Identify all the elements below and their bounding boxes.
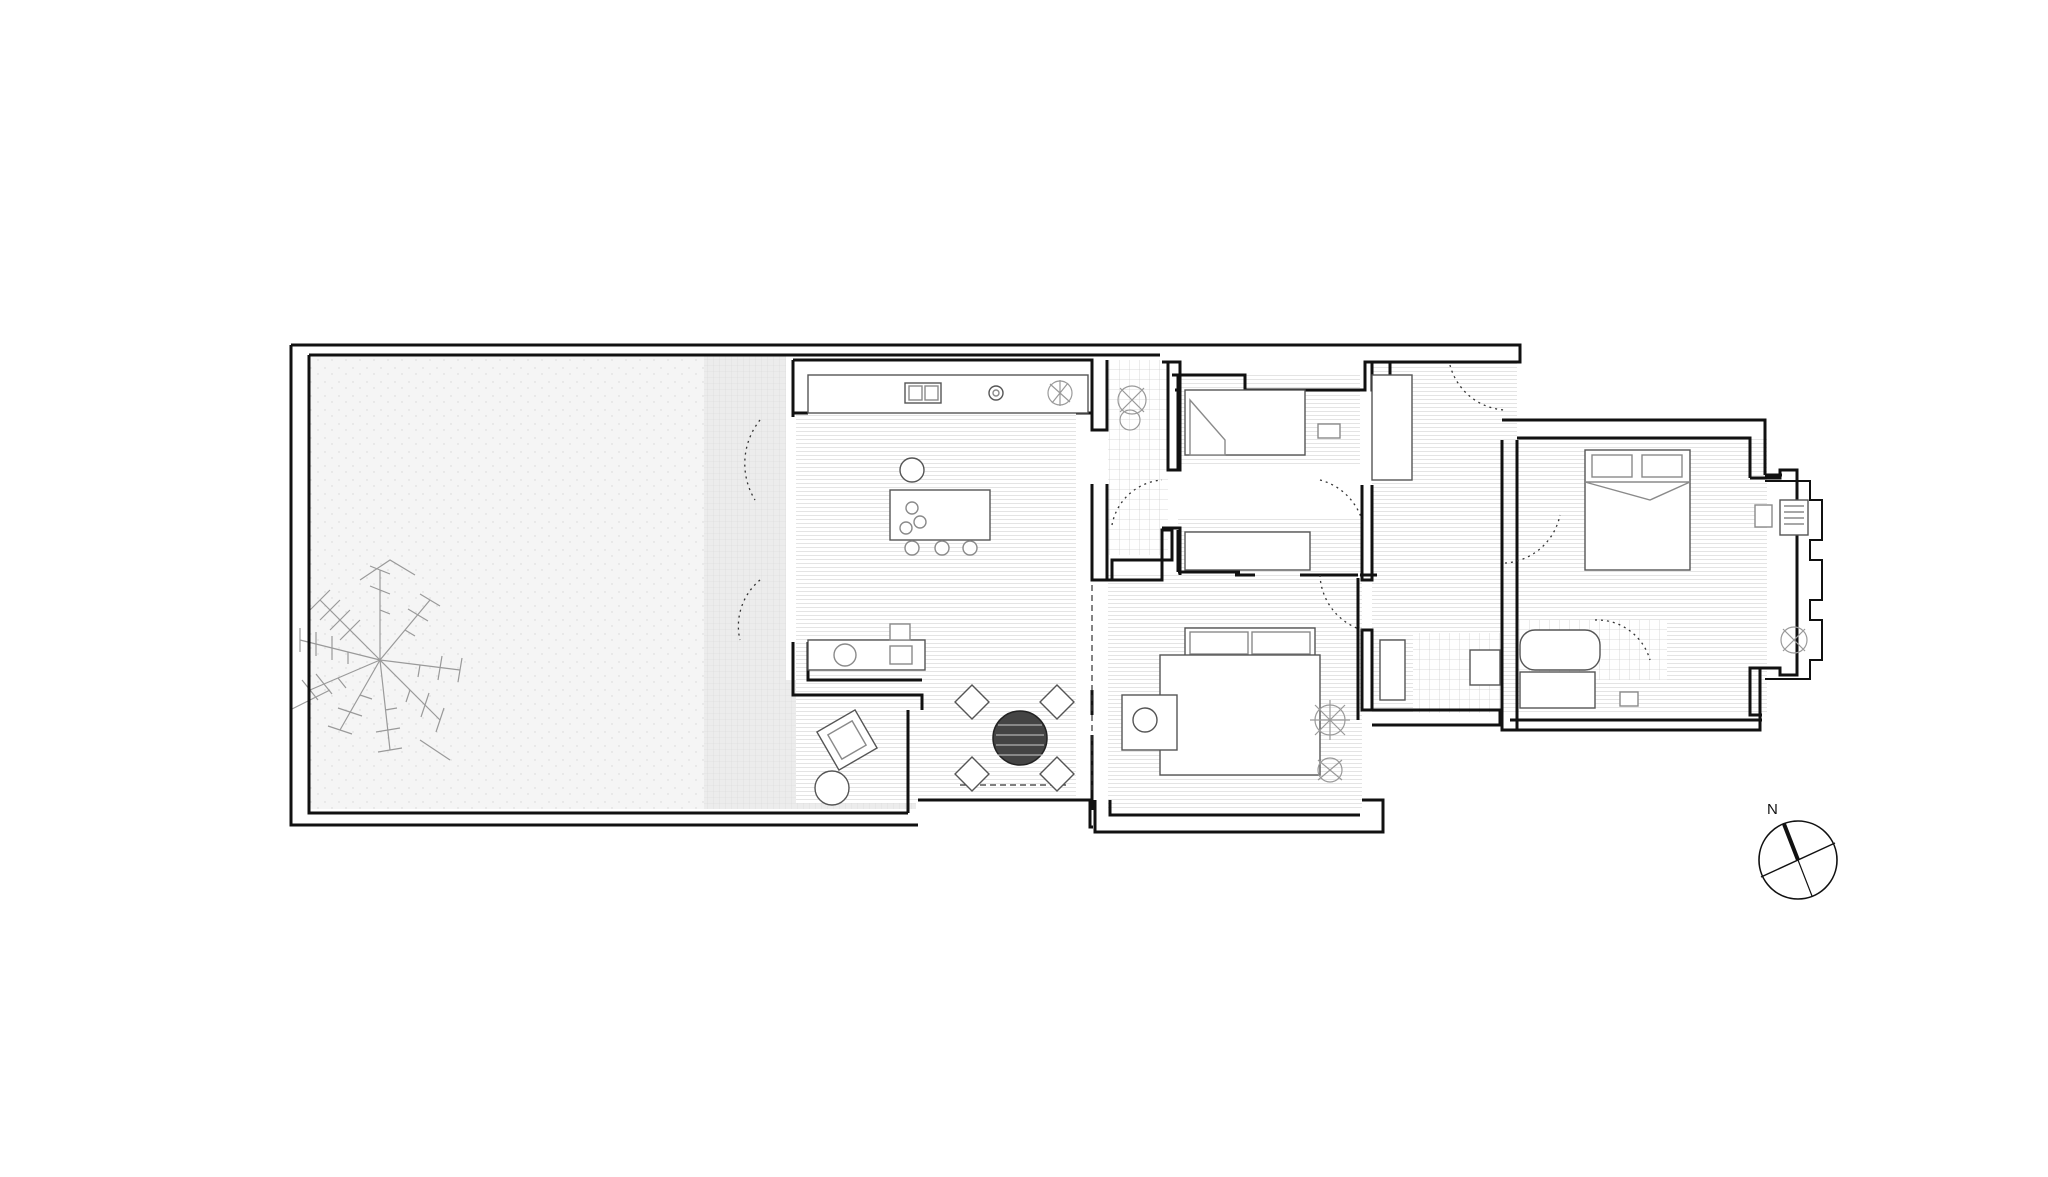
shelf-icon	[1379, 639, 1406, 701]
rug	[1159, 654, 1321, 776]
kitchen	[807, 374, 1089, 671]
bedroom-master	[1584, 449, 1809, 654]
living-room	[1121, 627, 1350, 783]
terrace-furniture	[814, 708, 879, 806]
kitchen-island	[889, 489, 991, 541]
bathroom	[1379, 629, 1639, 709]
chair-icon	[954, 756, 990, 792]
nightstand-icon	[1317, 423, 1341, 439]
nightstand-icon	[1754, 504, 1773, 528]
chair-icon	[954, 684, 990, 720]
north-label: N	[1767, 801, 1778, 818]
garden	[289, 355, 916, 809]
chair-icon	[1039, 684, 1075, 720]
person-icon	[1132, 707, 1158, 733]
washer-icon	[833, 643, 857, 667]
wardrobe-icon	[1371, 374, 1413, 481]
stool-icon	[962, 540, 978, 556]
sink-icon	[1469, 649, 1501, 686]
dining	[954, 684, 1075, 792]
stool-icon	[904, 540, 920, 556]
potted-plant-icon	[1117, 385, 1147, 431]
north-compass: N	[1758, 801, 1838, 900]
bathtub-icon	[1519, 671, 1596, 709]
potted-plant-icon	[1047, 380, 1073, 406]
potted-plant-icon	[1780, 626, 1808, 654]
person-icon	[899, 457, 925, 483]
side-table-icon	[814, 770, 850, 806]
walls	[289, 343, 1823, 834]
terrace	[704, 355, 786, 809]
toilet-icon	[1519, 629, 1601, 671]
bedroom-single	[1117, 374, 1413, 571]
round-table	[992, 710, 1048, 766]
stool-icon	[934, 540, 950, 556]
desk-icon	[1184, 531, 1311, 571]
chair-icon	[1039, 756, 1075, 792]
cooktop-icon	[889, 645, 913, 665]
potted-plant-icon	[1310, 700, 1350, 783]
